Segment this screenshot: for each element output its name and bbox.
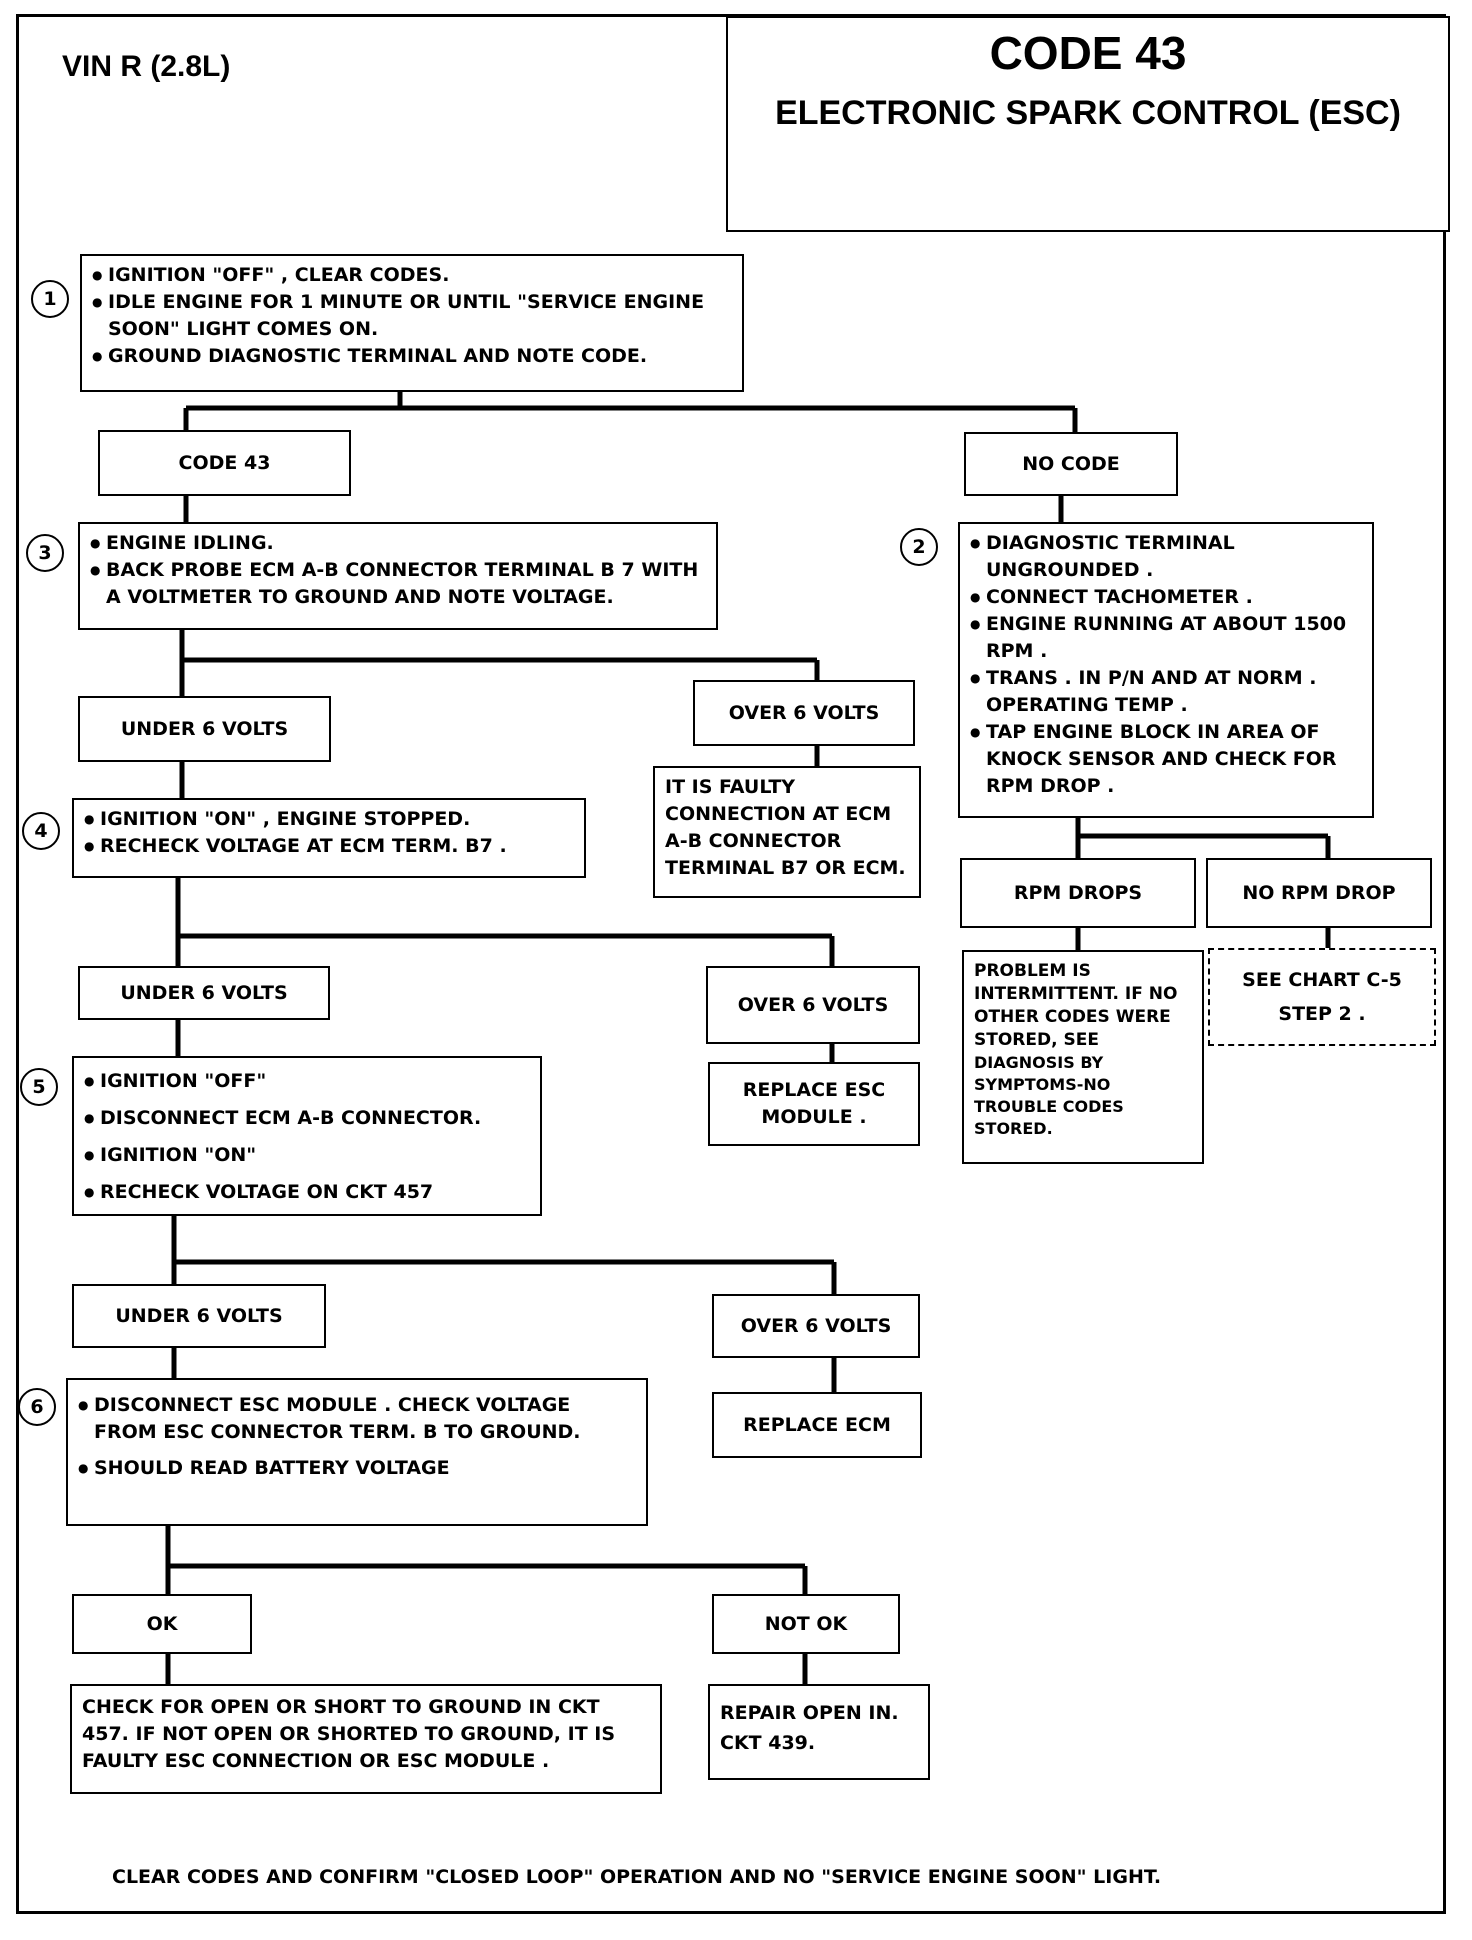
- step-2-item: CONNECT TACHOMETER .: [970, 584, 1362, 611]
- branch-under-6-volts-c: UNDER 6 VOLTS: [72, 1284, 326, 1348]
- result-problem-intermittent: PROBLEM IS INTERMITTENT. IF NO OTHER COD…: [962, 950, 1204, 1164]
- result-see-chart-c5: SEE CHART C-5 STEP 2 .: [1208, 948, 1436, 1046]
- page-frame: [16, 14, 1446, 1914]
- connector-s5: [171, 1216, 837, 1294]
- step-4-item: RECHECK VOLTAGE AT ECM TERM. B7 .: [84, 833, 574, 860]
- step-number-1: 1: [31, 280, 69, 318]
- step-number-4: 4: [22, 812, 60, 850]
- step-6-item: SHOULD READ BATTERY VOLTAGE: [78, 1455, 636, 1482]
- step-number-2: 2: [900, 528, 938, 566]
- branch-over-6-volts-c: OVER 6 VOLTS: [712, 1294, 920, 1358]
- step-4-item: IGNITION "ON" , ENGINE STOPPED.: [84, 806, 574, 833]
- step-2-item: DIAGNOSTIC TERMINAL UNGROUNDED .: [970, 530, 1362, 584]
- step-6-item: DISCONNECT ESC MODULE . CHECK VOLTAGE FR…: [78, 1392, 636, 1446]
- step-2-item: TRANS . IN P/N AND AT NORM . OPERATING T…: [970, 665, 1362, 719]
- branch-rpm-drops: RPM DROPS: [960, 858, 1196, 928]
- connector-s1: [183, 392, 1078, 432]
- step-number-5: 5: [20, 1068, 58, 1106]
- footer-instruction: CLEAR CODES AND CONFIRM "CLOSED LOOP" OP…: [112, 1866, 1162, 1888]
- step-5-item: IGNITION "OFF": [84, 1068, 530, 1095]
- branch-over-6-volts-a: OVER 6 VOLTS: [693, 680, 915, 746]
- step-3-item: BACK PROBE ECM A-B CONNECTOR TERMINAL B …: [90, 557, 706, 611]
- step-1-item: IDLE ENGINE FOR 1 MINUTE OR UNTIL "SERVI…: [92, 289, 732, 343]
- connector-s2: [1075, 818, 1331, 858]
- step-2-item: ENGINE RUNNING AT ABOUT 1500 RPM .: [970, 611, 1362, 665]
- step-4-box: IGNITION "ON" , ENGINE STOPPED. RECHECK …: [72, 798, 586, 878]
- connector-s3: [179, 630, 820, 696]
- vin-label: VIN R (2.8L): [62, 50, 231, 83]
- connector-s4: [175, 878, 835, 966]
- result-replace-ecm: REPLACE ECM: [712, 1392, 922, 1458]
- step-5-item: RECHECK VOLTAGE ON CKT 457: [84, 1179, 530, 1206]
- step-number-6: 6: [18, 1388, 56, 1426]
- branch-ok: OK: [72, 1594, 252, 1654]
- step-6-box: DISCONNECT ESC MODULE . CHECK VOLTAGE FR…: [66, 1378, 648, 1526]
- step-2-item: TAP ENGINE BLOCK IN AREA OF KNOCK SENSOR…: [970, 719, 1362, 800]
- intermittent-text: PROBLEM IS INTERMITTENT. IF NO OTHER COD…: [974, 961, 1178, 1050]
- intermittent-ref: DIAGNOSIS BY SYMPTOMS-NO TROUBLE CODES S…: [974, 1053, 1124, 1138]
- code-subtitle: ELECTRONIC SPARK CONTROL (ESC): [775, 94, 1401, 132]
- branch-no-code: NO CODE: [964, 432, 1178, 496]
- step-3-item: ENGINE IDLING.: [90, 530, 706, 557]
- step-1-box: IGNITION "OFF" , CLEAR CODES. IDLE ENGIN…: [80, 254, 744, 392]
- connector-s6: [165, 1526, 808, 1594]
- step-5-item: IGNITION "ON": [84, 1142, 530, 1169]
- branch-not-ok: NOT OK: [712, 1594, 900, 1654]
- step-5-box: IGNITION "OFF" DISCONNECT ECM A-B CONNEC…: [72, 1056, 542, 1216]
- title-box: CODE 43 ELECTRONIC SPARK CONTROL (ESC): [726, 16, 1450, 232]
- branch-under-6-volts-b: UNDER 6 VOLTS: [78, 966, 330, 1020]
- branch-code43: CODE 43: [98, 430, 351, 496]
- result-repair-open: REPAIR OPEN IN. CKT 439.: [708, 1684, 930, 1780]
- step-1-item: IGNITION "OFF" , CLEAR CODES.: [92, 262, 732, 289]
- result-replace-esc-module: REPLACE ESC MODULE .: [708, 1062, 920, 1146]
- branch-under-6-volts-a: UNDER 6 VOLTS: [78, 696, 331, 762]
- step-number-3: 3: [26, 534, 64, 572]
- branch-no-rpm-drop: NO RPM DROP: [1206, 858, 1432, 928]
- code-title: CODE 43: [989, 27, 1187, 79]
- result-faulty-ecm-connection: IT IS FAULTY CONNECTION AT ECM A-B CONNE…: [653, 766, 921, 898]
- step-2-box: DIAGNOSTIC TERMINAL UNGROUNDED . CONNECT…: [958, 522, 1374, 818]
- step-1-item: GROUND DIAGNOSTIC TERMINAL AND NOTE CODE…: [92, 343, 732, 370]
- step-3-box: ENGINE IDLING. BACK PROBE ECM A-B CONNEC…: [78, 522, 718, 630]
- branch-over-6-volts-b: OVER 6 VOLTS: [706, 966, 920, 1044]
- step-5-item: DISCONNECT ECM A-B CONNECTOR.: [84, 1105, 530, 1132]
- result-check-open-short: CHECK FOR OPEN OR SHORT TO GROUND IN CKT…: [70, 1684, 662, 1794]
